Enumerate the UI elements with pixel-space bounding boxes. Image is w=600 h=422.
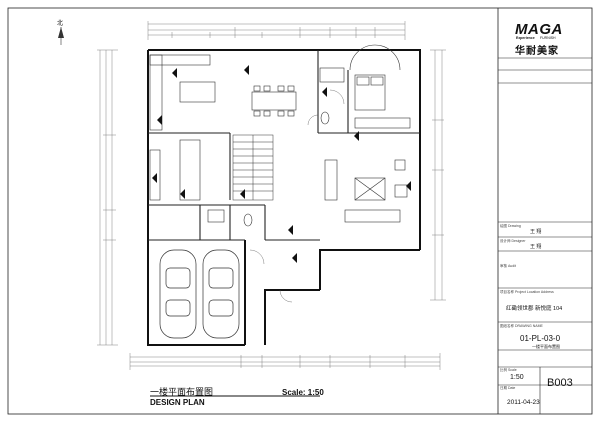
exterior-walls xyxy=(147,49,421,346)
drawing-name-label: 图纸名称 DRAWING NAME xyxy=(500,324,543,328)
door-swings xyxy=(249,89,345,303)
project-label: 项目名称 Project Location Address xyxy=(500,290,554,294)
drawn-label: 绘图 Drawing xyxy=(500,224,521,228)
scale-label: 比例 Scale xyxy=(500,368,517,372)
designer-name: 王 翔 xyxy=(530,244,542,250)
bottom-dimension-lines xyxy=(129,353,441,370)
drawing-title-en: DESIGN PLAN xyxy=(150,398,205,407)
date-label: 日期 Date xyxy=(500,386,516,390)
bedroom-bed xyxy=(349,44,411,129)
sheet-border xyxy=(7,7,593,415)
compass-label: 北 xyxy=(57,21,64,27)
scale-value: 1:50 xyxy=(510,374,524,381)
left-dimension-lines xyxy=(97,49,118,346)
brand-cn: 华耐美家 xyxy=(515,46,559,57)
brand-sub-a: Experience xyxy=(516,36,535,40)
living-room-furniture xyxy=(324,159,408,223)
drawn-name: 王 翔 xyxy=(530,229,542,235)
top-dimension-lines xyxy=(147,21,406,40)
audit-label: 审核 Audit xyxy=(500,264,516,268)
designer-label: 设计师 Designer xyxy=(500,239,526,243)
date-value: 2011-04-23 xyxy=(507,399,540,406)
dining-table xyxy=(251,85,297,117)
staircase xyxy=(232,134,274,201)
title-block-lines xyxy=(498,57,592,414)
kitchen-counters xyxy=(149,54,216,201)
brand-sub-b: FURNISH xyxy=(540,36,556,40)
bathroom-fixtures xyxy=(207,67,345,227)
garage-cars xyxy=(159,249,240,339)
project-name: 红磡领世郡 新悦庭 104 xyxy=(506,306,563,312)
right-dimension-lines xyxy=(430,49,446,301)
interior-walls xyxy=(148,50,420,241)
view-markers xyxy=(152,65,411,263)
brand-logo: MAGA xyxy=(515,21,563,38)
sheet-number: B003 xyxy=(547,377,573,389)
drawing-scale: Scale: 1:50 xyxy=(282,388,324,397)
north-arrow-icon xyxy=(58,27,64,45)
drawing-number: 01-PL-03-0 xyxy=(520,334,561,343)
drawing-title-cn: 一楼平面布置图 xyxy=(150,387,214,397)
drawing-desc: 一楼平面布置图 xyxy=(532,344,560,349)
